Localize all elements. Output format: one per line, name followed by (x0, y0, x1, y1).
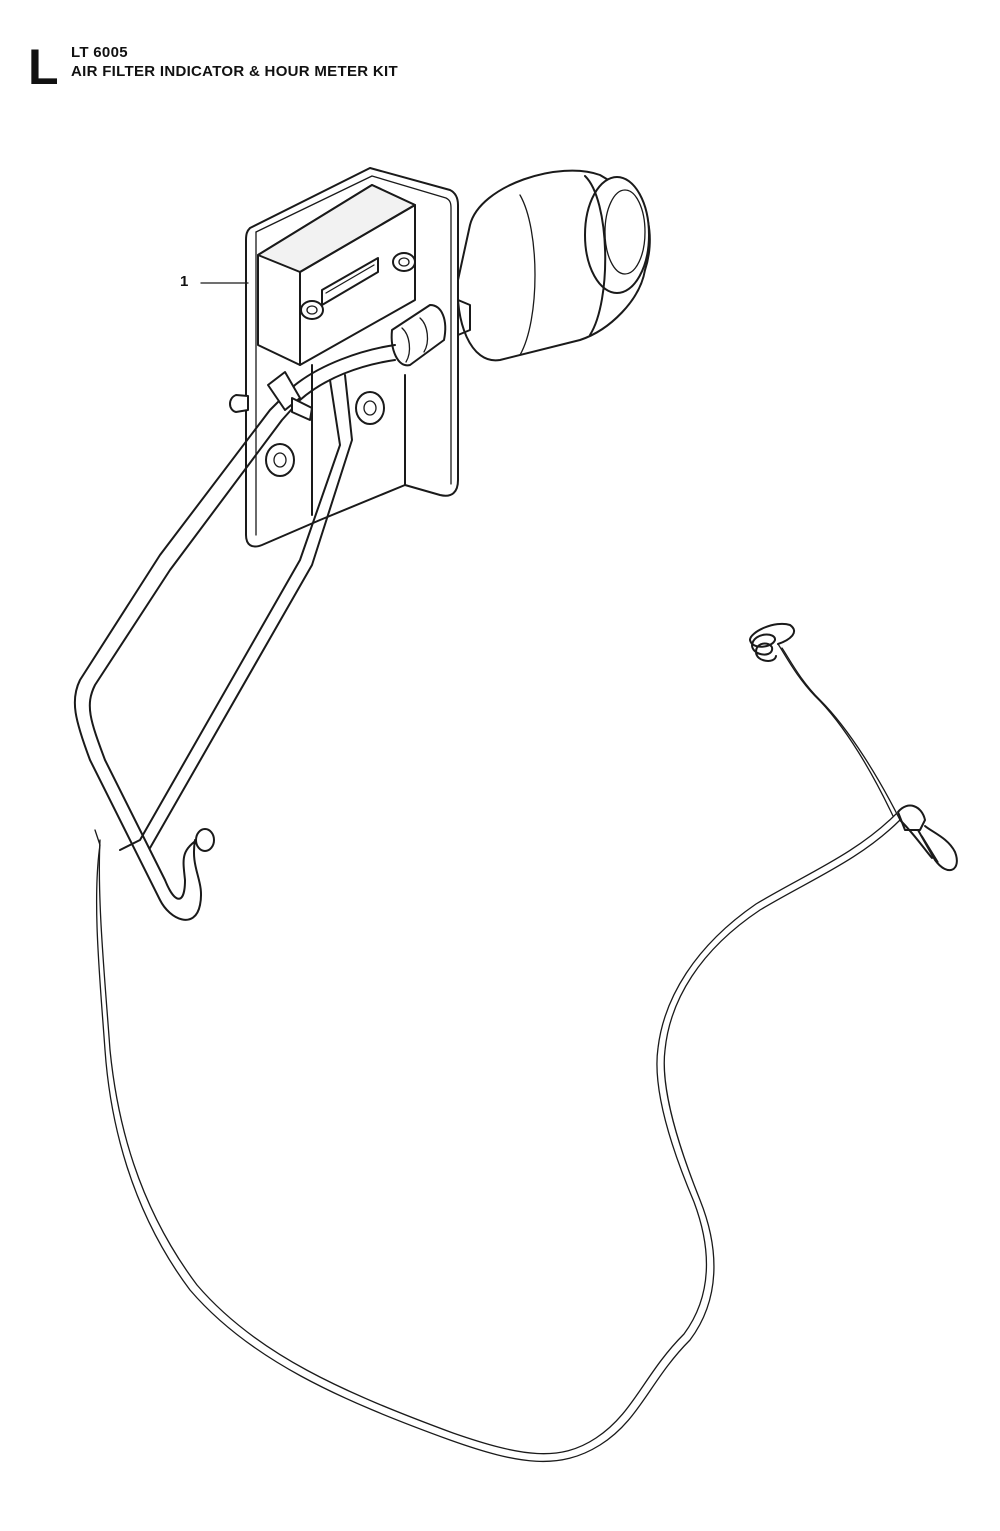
page-title: AIR FILTER INDICATOR & HOUR METER KIT (71, 63, 398, 80)
model-name: LT 6005 (71, 44, 128, 61)
wire-harness (94, 622, 958, 1463)
callout-number: 1 (180, 273, 189, 290)
bracket-screws (265, 391, 385, 477)
page-header: L LT 6005 AIR FILTER INDICATOR & HOUR ME… (28, 38, 728, 98)
section-letter: L (28, 39, 59, 95)
hour-meter (257, 184, 416, 366)
air-filter-indicator (456, 169, 651, 362)
hose-fitting (390, 304, 447, 367)
vacuum-hose (73, 344, 396, 921)
